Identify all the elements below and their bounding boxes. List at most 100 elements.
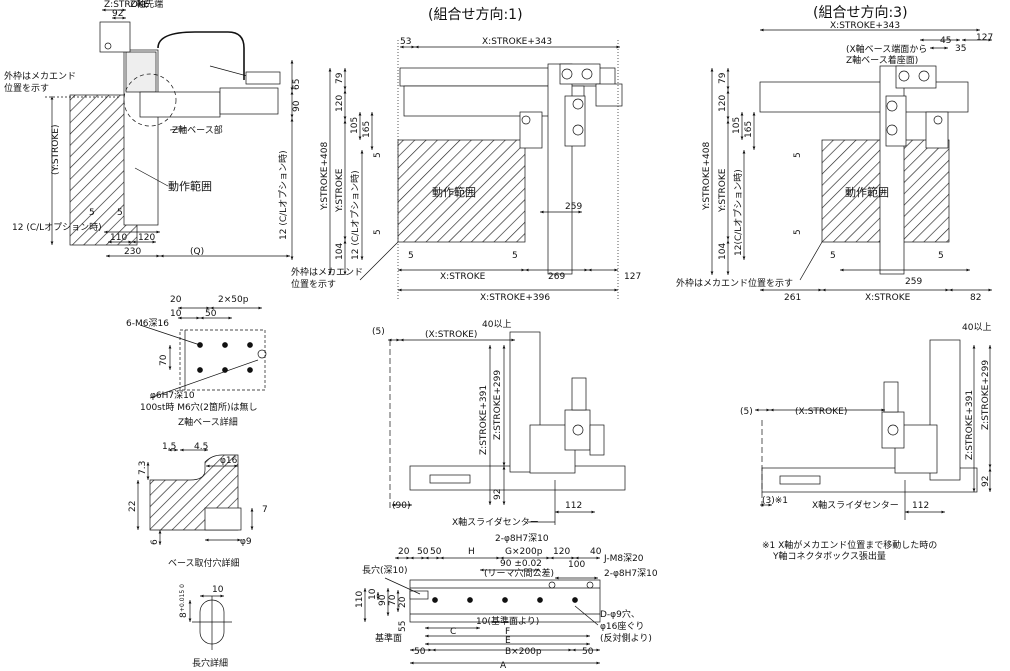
- label-x396-c1: X:STROKE+396: [480, 293, 550, 303]
- label-bh-phi16: φ16: [220, 456, 238, 466]
- label-bh-title: ベース取付穴詳細: [168, 557, 240, 569]
- label-outer-frame-1: 外枠はメカエンド: [4, 70, 76, 82]
- bolt: [104, 42, 112, 50]
- label-f3-center: X軸スライダセンター: [812, 499, 899, 511]
- z-pin-hole: [257, 349, 267, 359]
- pulley-3a: [898, 70, 910, 82]
- label-zb-2x50: 2×50p: [218, 295, 249, 305]
- label-lh-10: 10: [212, 585, 224, 595]
- label-45-c3: 45: [940, 36, 951, 46]
- label-zb-phi6: φ6H7深10: [150, 390, 195, 401]
- label-5b-c3: 5: [793, 229, 803, 235]
- label-bp-55: 55: [398, 621, 408, 632]
- label-79-c3: 79: [718, 72, 728, 84]
- label-bp-ref: 基準面: [375, 632, 402, 644]
- front-view-1: [388, 331, 626, 525]
- front-view-3: [755, 339, 992, 520]
- label-z-base: Z軸ベース部: [172, 124, 223, 136]
- title-combo3: (組合せ方向:3): [813, 5, 908, 21]
- label-127-c1: 127: [624, 272, 641, 282]
- label-35-c3: 35: [955, 44, 966, 54]
- label-12cl-v-tl: 12 (C/Lオプション時): [278, 150, 289, 240]
- label-ystroke-c1: Y:STROKE: [335, 168, 345, 213]
- z-bolt-3a: [886, 100, 898, 112]
- connector-3: [883, 381, 899, 413]
- plan-hole-2: [467, 597, 473, 603]
- label-bp-90v: 90: [378, 594, 388, 606]
- connector-1b: [589, 424, 605, 456]
- label-lh-tol: +0.015 0: [179, 584, 186, 612]
- base-hole-detail-drawing: [136, 448, 254, 545]
- label-5a-c1: 5: [373, 152, 383, 158]
- z-base-detail-drawing: [139, 306, 267, 399]
- label-f1-112: 112: [565, 501, 582, 511]
- label-65-tl: 65: [292, 79, 302, 90]
- label-bp-20: 20: [398, 547, 410, 557]
- label-bp-c: C: [450, 627, 456, 637]
- label-bp-jm8: J-M8深20: [603, 553, 644, 564]
- label-xstroke-c1: X:STROKE: [440, 272, 486, 282]
- label-bp-g200: G×200p: [505, 547, 543, 557]
- label-127-c3: 127: [976, 33, 993, 43]
- motor-bolt-3: [933, 115, 943, 125]
- label-bh-phi9: φ9: [240, 537, 252, 547]
- label-zb-50: 50: [205, 309, 217, 319]
- label-82-c3: 82: [970, 293, 981, 303]
- label-bp-50c: 50: [414, 647, 426, 657]
- label-5b-tl: 5: [117, 208, 123, 218]
- label-5a-c3: 5: [793, 152, 803, 158]
- label-12cl-c1: 12 (C/Lオプション時): [350, 170, 361, 260]
- label-bp-ream: (リーマ穴間公差): [484, 567, 554, 579]
- label-f1-40: 40以上: [482, 319, 511, 330]
- label-bh-7: 7: [262, 505, 268, 515]
- label-f1-center: X軸スライダセンター: [452, 516, 539, 528]
- label-104-c3: 104: [718, 243, 728, 260]
- label-f1-z391: Z:STROKE+391: [479, 385, 489, 455]
- label-f1-90: (90): [392, 501, 410, 511]
- label-f3-z391: Z:STROKE+391: [965, 390, 975, 460]
- label-bp-20v: 20: [398, 596, 408, 608]
- pulley-3b: [918, 70, 930, 82]
- label-f3-z299: Z:STROKE+299: [981, 360, 991, 430]
- label-bh-22: 22: [128, 501, 138, 512]
- label-zb-note100: 100st時 M6穴(2箇所)は無し: [140, 401, 258, 413]
- label-5d-c3: 5: [938, 251, 944, 261]
- frame-leader-3: [799, 241, 823, 281]
- label-outer-c3: 外枠はメカエンド位置を示す: [676, 277, 793, 289]
- label-f3-40: 40以上: [962, 322, 991, 333]
- leader-zbase: [169, 127, 187, 131]
- y-axis-body-1: [547, 63, 573, 275]
- label-90-tl: 90: [292, 100, 302, 112]
- cable-loop: [157, 31, 245, 80]
- motor-3: [925, 111, 949, 149]
- label-bp-b200: B×200p: [505, 647, 542, 657]
- label-bp-h: H: [468, 547, 475, 557]
- label-bp-50a: 50: [417, 547, 429, 557]
- label-bp-100: 100: [568, 560, 585, 570]
- label-5c-c3: 5: [830, 251, 836, 261]
- pulley-1a: [561, 68, 573, 80]
- label-12cl-tl: 12 (C/Lオプション時): [12, 222, 102, 233]
- label-105-c3: 105: [732, 117, 742, 134]
- z-bolt-1a: [572, 98, 584, 110]
- plan-hole-1: [432, 597, 438, 603]
- connector-box: [245, 71, 281, 85]
- label-f3-note2: Y軸コネクタボックス張出量: [772, 550, 886, 562]
- top-left-side-view: [45, 8, 294, 260]
- label-bp-50d: 50: [582, 647, 594, 657]
- z-bolt-3b: [886, 124, 898, 136]
- label-zb-title: Z軸ベース詳細: [178, 416, 238, 428]
- z-hole-3: [247, 342, 253, 348]
- label-lh-8: 8: [179, 612, 189, 618]
- label-motion-c1: 動作範囲: [432, 185, 476, 199]
- plan-pin-2: [586, 581, 594, 589]
- label-92-tl: 92: [112, 9, 123, 19]
- leader-phi6: [149, 359, 259, 399]
- label-120-c3: 120: [718, 95, 728, 112]
- label-165-c3: 165: [744, 121, 754, 138]
- connector-1: [571, 377, 587, 411]
- label-bp-e: E: [505, 636, 511, 646]
- label-f1-92: 92: [493, 489, 503, 500]
- label-x343-c3: X:STROKE+343: [830, 21, 900, 31]
